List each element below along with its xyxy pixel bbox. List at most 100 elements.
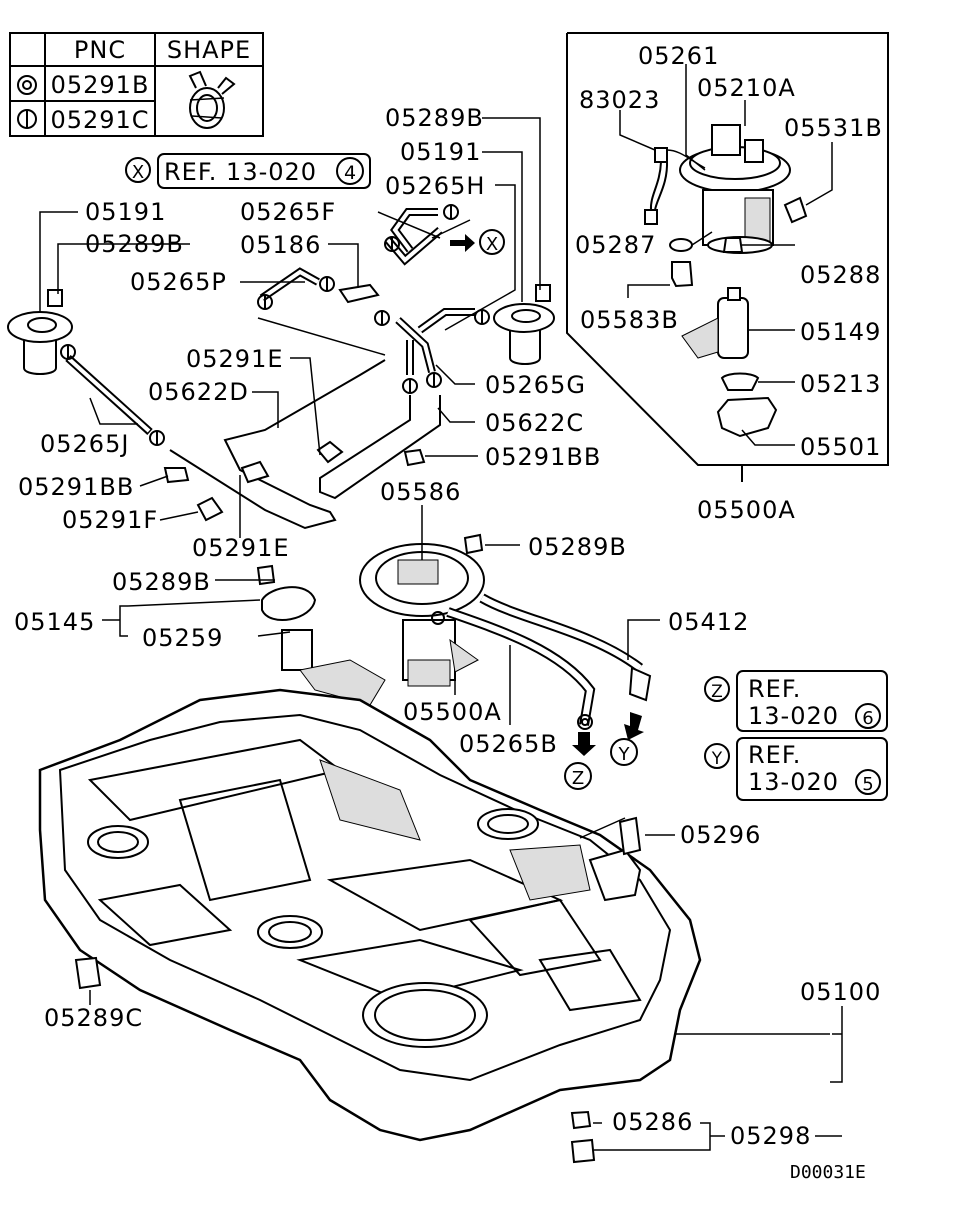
arrow-down-y-icon: [624, 712, 644, 740]
legend-pnc-05291C: 05291C: [50, 106, 149, 134]
clip-05531b: [783, 196, 808, 224]
ref-z-page: 6: [862, 708, 873, 729]
label-05291F: 05291F: [62, 506, 158, 534]
svg-text:X: X: [486, 234, 498, 255]
drawing-code: D00031E: [790, 1162, 866, 1183]
o-ring-05287: [669, 238, 693, 252]
label-05412: 05412: [668, 608, 749, 636]
legend-pnc-05291B: 05291B: [51, 71, 150, 99]
ref-y-line1: REF.: [748, 741, 801, 769]
pump-flange-assembly: [679, 124, 791, 254]
arrow-down-z-icon: [572, 732, 596, 756]
label-05586: 05586: [380, 478, 461, 506]
label-05501: 05501: [800, 433, 881, 461]
y-arrow-marker-icon: Y: [610, 738, 638, 766]
tank-opening-top: [477, 808, 539, 840]
ref-y-page: 5: [862, 774, 873, 795]
label-05500A-top: 05500A: [697, 496, 796, 524]
label-05500A-mid: 05500A: [403, 698, 502, 726]
x-marker-icon: X: [125, 157, 151, 183]
mid-section: Z Y 05586 05289B 05289B 05145 05259 0541…: [14, 478, 749, 790]
pnc-shape-legend-table: PNC SHAPE 05291B 05291C: [9, 32, 264, 137]
label-05286: 05286: [612, 1108, 693, 1136]
wiring-harness: [644, 147, 706, 225]
label-83023: 83023: [579, 86, 660, 114]
label-05289B-sender: 05289B: [112, 568, 211, 596]
label-05265H: 05265H: [385, 172, 485, 200]
label-05296: 05296: [680, 821, 761, 849]
ref-z-line2: 13-020: [748, 702, 839, 730]
tank-opening-pump: [362, 982, 488, 1048]
ref-z-callout: Z REF. 13-020 6: [704, 670, 888, 732]
label-05210A: 05210A: [697, 74, 796, 102]
label-05531B: 05531B: [784, 114, 883, 142]
z-arrow-marker-icon: Z: [564, 762, 592, 790]
label-05583B: 05583B: [580, 306, 679, 334]
label-05265G: 05265G: [485, 371, 586, 399]
fuel-pump-module-detail: 05261 83023 05210A 05531B 05287 05288 05…: [566, 32, 889, 524]
label-05289B-left: 05289B: [85, 230, 184, 258]
label-05289C: 05289C: [44, 1004, 143, 1032]
label-05287: 05287: [575, 231, 656, 259]
legend-header-pnc: PNC: [74, 36, 126, 64]
cap-05288: [722, 237, 744, 253]
label-05145: 05145: [14, 608, 95, 636]
retainer-05213: [720, 372, 760, 391]
ref-x-callout: X REF. 13-020 4: [125, 153, 371, 189]
bracket-05583b: [671, 261, 694, 288]
svg-text:Y: Y: [711, 749, 723, 769]
label-05213: 05213: [800, 370, 881, 398]
ref-y-line2: 13-020: [748, 768, 839, 796]
x-arrow-marker-icon: X: [479, 229, 505, 255]
hose-clamp-shape-icon: [188, 70, 236, 129]
label-05291E-bottom: 05291E: [192, 534, 290, 562]
tank-opening-rear: [87, 825, 149, 859]
label-05149: 05149: [800, 318, 881, 346]
label-05261: 05261: [638, 42, 719, 70]
z-marker-icon: Z: [704, 676, 730, 702]
label-05622C: 05622C: [485, 409, 584, 437]
valve-05186: [338, 283, 380, 304]
label-05289B-top: 05289B: [385, 104, 484, 132]
svg-text:X: X: [132, 162, 144, 183]
legend-header-shape: SHAPE: [167, 36, 251, 64]
svg-text:Y: Y: [618, 744, 631, 765]
svg-text:Z: Z: [711, 682, 723, 702]
label-05191-top: 05191: [400, 138, 481, 166]
pump-module-05500a-mid: [402, 619, 479, 687]
label-05186: 05186: [240, 231, 321, 259]
label-05288: 05288: [800, 261, 881, 289]
y-marker-icon: Y: [704, 743, 730, 769]
label-05265P: 05265P: [130, 268, 227, 296]
ref-x-page: 4: [344, 162, 356, 184]
fuel-pump-05149: [681, 287, 749, 359]
left-filler-neck: [7, 289, 73, 375]
label-05291BB-left: 05291BB: [18, 473, 134, 501]
label-05265B: 05265B: [459, 730, 558, 758]
label-05291E-top: 05291E: [186, 345, 284, 373]
arrow-to-x-icon: [450, 234, 475, 252]
filler-and-hoses-group: X 05191 05289B 05265F 05186: [7, 104, 601, 562]
label-05622D: 05622D: [148, 378, 249, 406]
label-05259: 05259: [142, 624, 223, 652]
sender-unit-05145: [261, 586, 386, 706]
ref-y-callout: Y REF. 13-020 5: [704, 737, 888, 801]
label-05265J: 05265J: [40, 430, 129, 458]
valve-05296: [618, 816, 642, 856]
flange-plate-05586: [359, 543, 485, 617]
label-05100: 05100: [800, 978, 881, 1006]
ref-x-text: REF. 13-020: [164, 158, 317, 186]
double-circle-symbol-icon: [17, 75, 37, 95]
filter-05501: [716, 396, 778, 438]
svg-text:Z: Z: [572, 768, 584, 789]
label-05298: 05298: [730, 1122, 811, 1150]
circle-bar-symbol-icon: [17, 109, 37, 129]
label-05191-left: 05191: [85, 198, 166, 226]
hose-clamp-markers: [60, 204, 490, 446]
label-05291BB-right: 05291BB: [485, 443, 601, 471]
fuel-tank-05100: 05296 05100 05289C 05286 05298: [38, 688, 881, 1164]
label-05289B-mid: 05289B: [528, 533, 627, 561]
tank-opening-sender: [257, 915, 323, 949]
label-05265F: 05265F: [240, 198, 336, 226]
